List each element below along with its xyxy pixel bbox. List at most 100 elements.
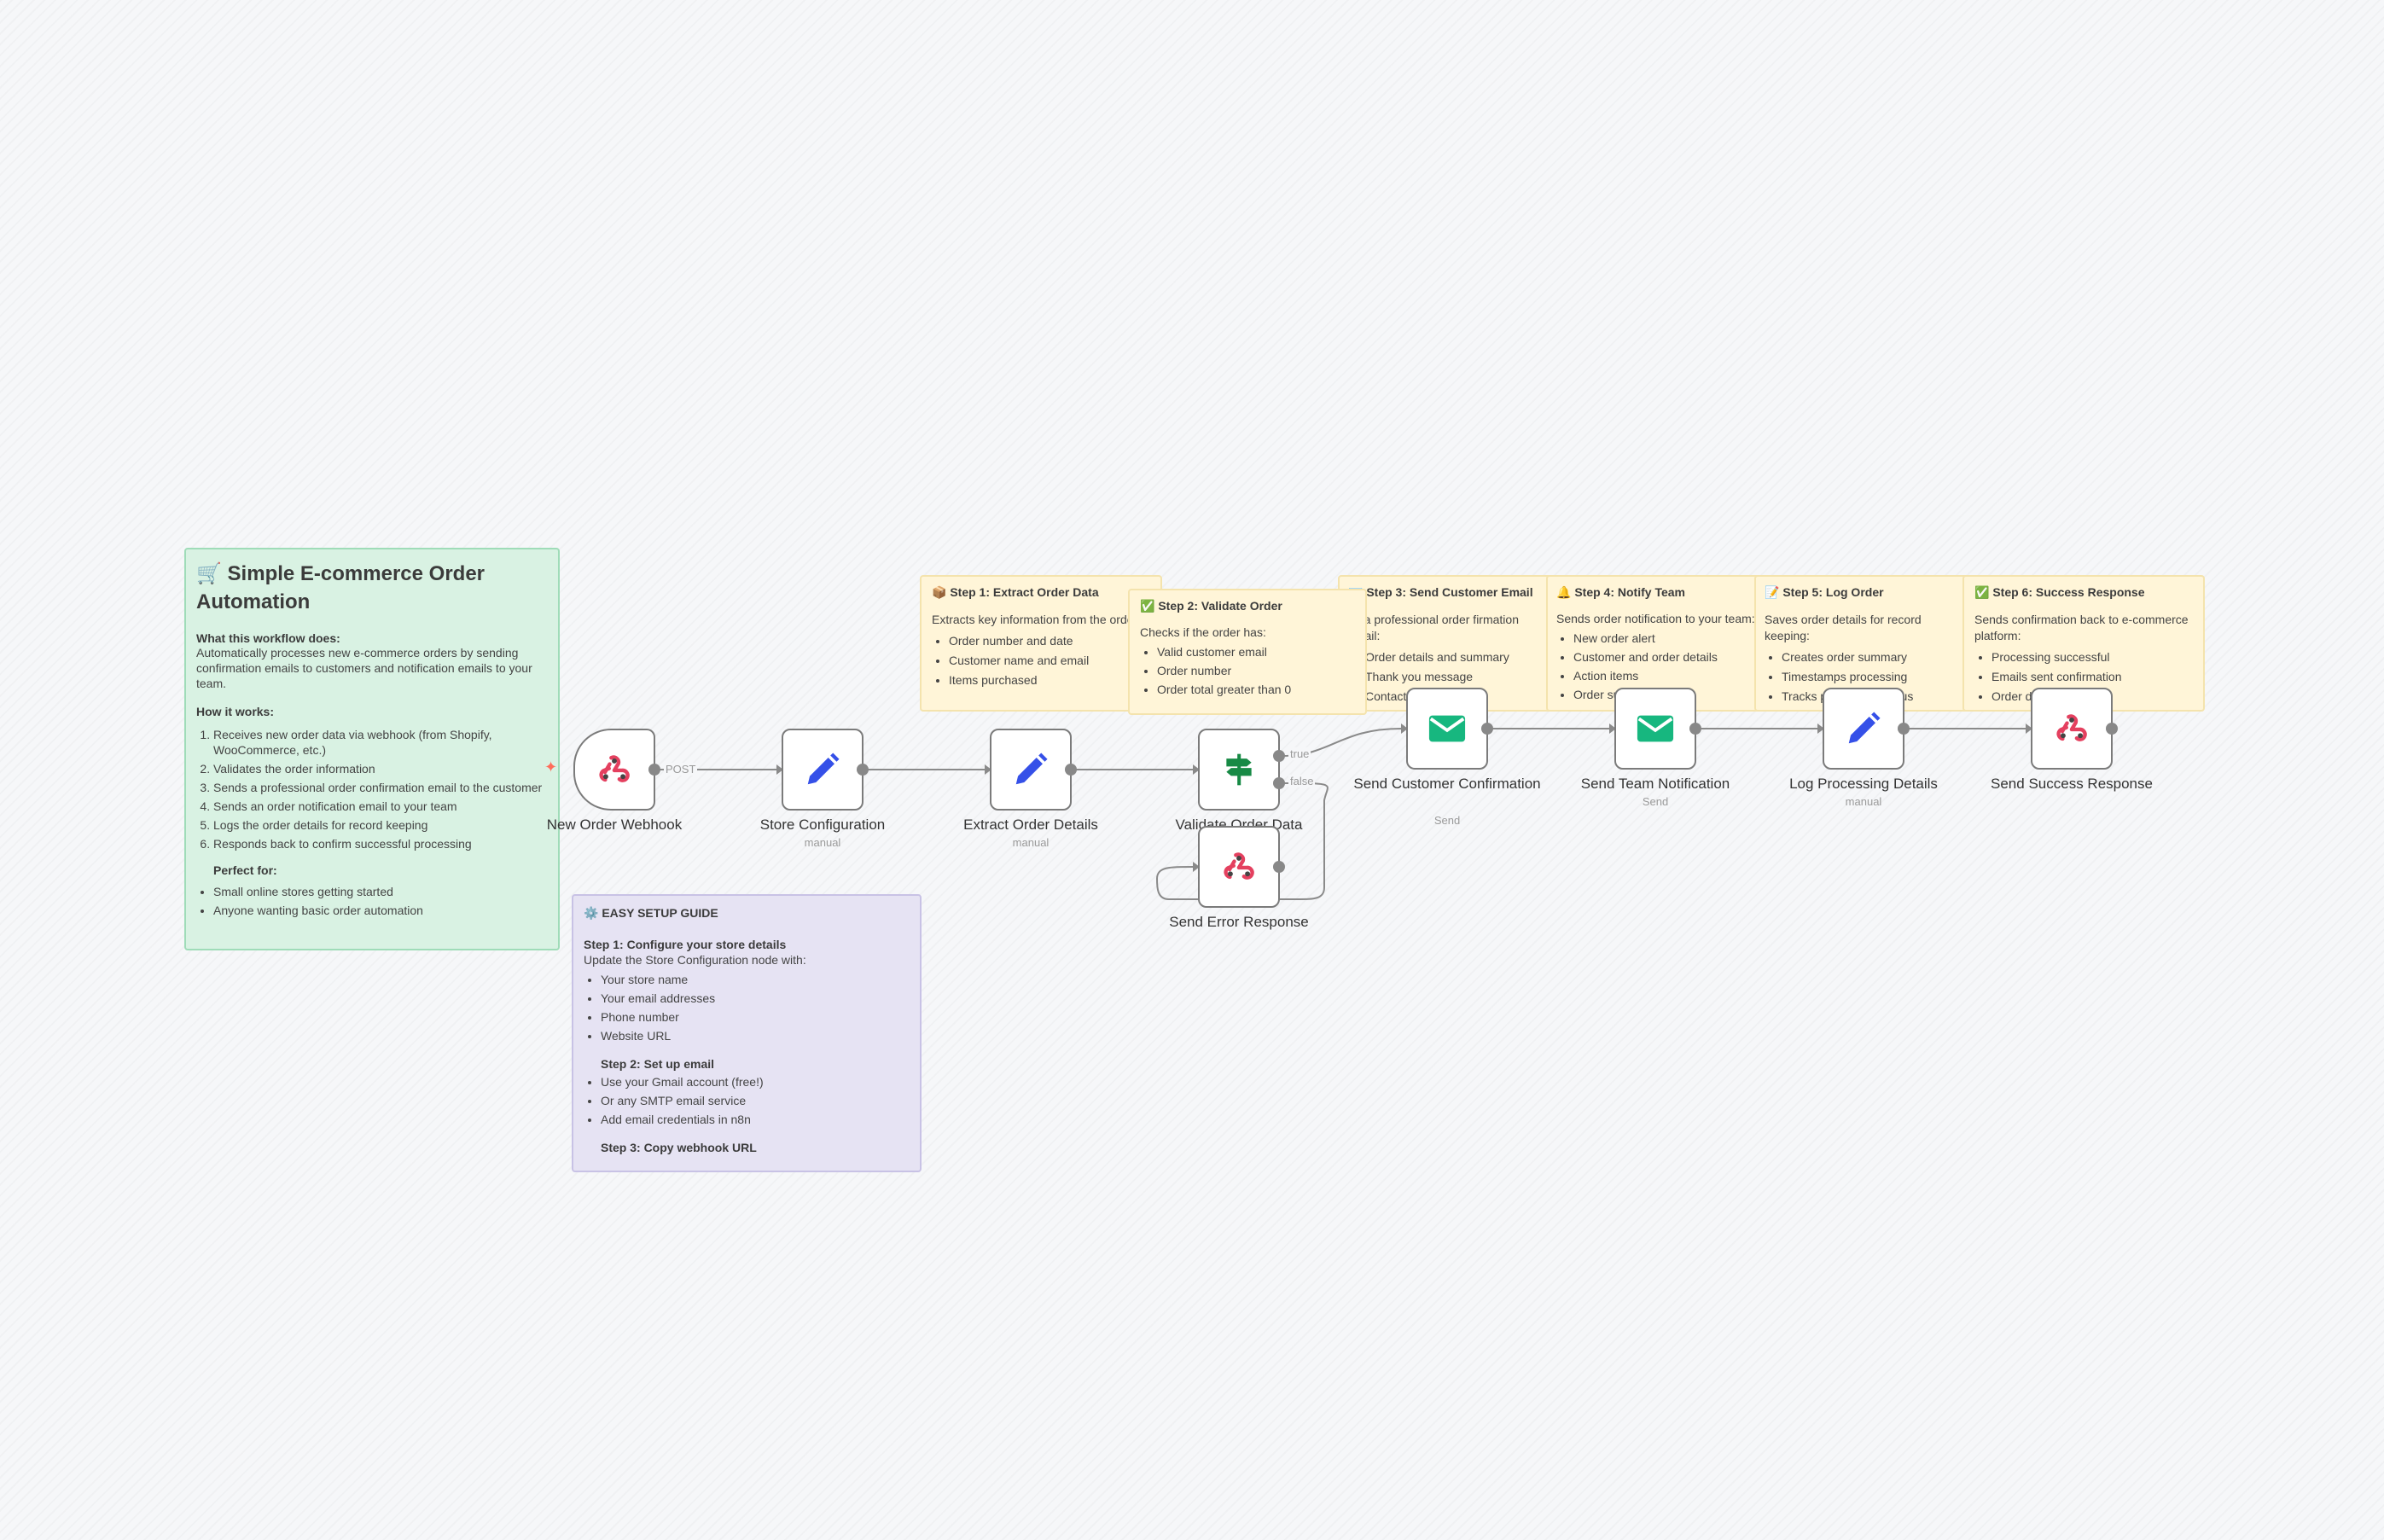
step4-note-item: Action items [1573, 666, 1753, 685]
overview-step: Sends a professional order confirmation … [213, 780, 548, 795]
overview-sticky-note[interactable]: 🛒 Simple E-commerce Order Automation Wha… [184, 548, 560, 950]
step2-note-list: Valid customer email Order number Order … [1140, 642, 1355, 699]
setup-step2-heading: Step 2: Set up email [601, 1057, 715, 1071]
step5-note-text: Saves order details for record keeping: [1765, 613, 1922, 642]
step4-note-item: Customer and order details [1573, 648, 1753, 666]
step1-sticky-note[interactable]: 📦 Step 1: Extract Order Data Extracts ke… [920, 575, 1162, 712]
overview-step: Responds back to confirm successful proc… [213, 836, 548, 851]
webhook-icon [1224, 852, 1254, 880]
output-port[interactable] [857, 764, 869, 776]
new-order-webhook-label: New Order Webhook [546, 816, 683, 833]
store-configuration-label: Store Configuration [759, 816, 886, 833]
validate-order-data-node[interactable] [1198, 729, 1285, 811]
step2-note-item: Order number [1157, 661, 1355, 680]
output-port[interactable] [1689, 723, 1701, 735]
output-port[interactable] [1898, 723, 1910, 735]
send-customer-confirmation-node[interactable] [1406, 688, 1493, 770]
overview-perfect-item: Small online stores getting started [213, 882, 548, 901]
setup-step1-item: Your email addresses [601, 989, 910, 1008]
send-team-notification-node[interactable] [1614, 688, 1701, 770]
overview-perfect-heading: Perfect for: [213, 863, 277, 877]
setup-title: ⚙️ EASY SETUP GUIDE [584, 906, 718, 920]
step1-note-list: Order number and date Customer name and … [932, 631, 1150, 690]
overview-step: Receives new order data via webhook (fro… [213, 727, 548, 758]
input-port[interactable] [776, 764, 788, 776]
step1-note-item: Items purchased [949, 671, 1150, 690]
output-port[interactable] [648, 764, 660, 776]
send-success-response-node[interactable] [2031, 688, 2118, 770]
setup-step3-heading: Step 3: Copy webhook URL [601, 1141, 757, 1154]
step4-note-text: Sends order notification to your team: [1556, 612, 1755, 625]
setup-step2-item: Use your Gmail account (free!) [601, 1072, 910, 1091]
new-order-webhook-node[interactable] [573, 729, 660, 811]
output-port[interactable] [2106, 723, 2118, 735]
step2-note-text: Checks if the order has: [1140, 625, 1266, 639]
overview-step: Sends an order notification email to you… [213, 799, 548, 814]
send-team-notification-sub: Send [1642, 795, 1669, 808]
send-error-response-node[interactable] [1198, 826, 1285, 908]
output-port[interactable] [1065, 764, 1077, 776]
setup-step2-item: Or any SMTP email service [601, 1091, 910, 1110]
log-processing-details-node[interactable] [1823, 688, 1910, 770]
overview-how-heading: How it works: [196, 705, 275, 718]
setup-step2-list: Use your Gmail account (free!) Or any SM… [584, 1072, 910, 1129]
envelope-icon [1428, 715, 1466, 742]
log-processing-details-label: Log Processing Details [1789, 776, 1938, 792]
step2-sticky-note[interactable]: ✅ Step 2: Validate Order Checks if the o… [1128, 589, 1367, 715]
overview-title: 🛒 Simple E-commerce Order Automation [196, 562, 486, 613]
edge-label-false: false [1288, 775, 1316, 787]
send-team-notification-label: Send Team Notification [1580, 776, 1730, 792]
step6-note-title: ✅ Step 6: Success Response [1974, 585, 2145, 599]
extract-order-details-node[interactable] [990, 729, 1077, 811]
overview-step: Logs the order details for record keepin… [213, 817, 548, 833]
pencil-icon [807, 753, 840, 785]
step2-note-title: ✅ Step 2: Validate Order [1140, 599, 1282, 613]
setup-step1-list: Your store name Your email addresses Pho… [584, 970, 910, 1045]
step3-note-item: Order details and summary [1365, 648, 1544, 667]
signpost-icon [1226, 753, 1252, 786]
overview-what-text: Automatically processes new e-commerce o… [196, 646, 532, 690]
store-configuration-node[interactable] [782, 729, 869, 811]
step6-note-item: Processing successful [1992, 648, 2193, 667]
step3-note-item: Thank you message [1365, 667, 1544, 687]
output-port-true[interactable] [1273, 750, 1285, 762]
edge-label-post: POST [664, 763, 698, 776]
edge-label-true: true [1288, 747, 1311, 760]
setup-step2-item: Add email credentials in n8n [601, 1110, 910, 1129]
overview-perfect-item: Anyone wanting basic order automation [213, 901, 548, 920]
output-port[interactable] [1481, 723, 1493, 735]
setup-step1-heading: Step 1: Configure your store details [584, 938, 787, 951]
setup-step1-text: Update the Store Configuration node with… [584, 953, 806, 967]
send-error-response-label: Send Error Response [1169, 914, 1309, 930]
overview-perfect-list: Small online stores getting started Anyo… [196, 882, 548, 920]
step2-note-item: Order total greater than 0 [1157, 680, 1355, 699]
webhook-icon [2056, 714, 2087, 741]
store-configuration-sub: manual [804, 836, 841, 849]
setup-step1-item: Phone number [601, 1008, 910, 1026]
step3-note-title: 📧 Step 3: Send Customer Email [1348, 585, 1533, 599]
step2-note-item: Valid customer email [1157, 642, 1355, 661]
step5-note-item: Timestamps processing [1782, 667, 1961, 687]
output-port-false[interactable] [1273, 777, 1285, 789]
step5-note-item: Creates order summary [1782, 648, 1961, 667]
extract-order-details-sub: manual [1012, 836, 1050, 849]
step3-note-text: ds a professional order firmation email: [1348, 613, 1519, 642]
send-customer-confirmation-sub: Send [1433, 814, 1461, 827]
overview-steps-list: Receives new order data via webhook (fro… [196, 727, 548, 851]
overview-step: Validates the order information [213, 761, 548, 776]
step1-note-item: Order number and date [949, 631, 1150, 651]
step1-note-title: 📦 Step 1: Extract Order Data [932, 585, 1099, 599]
log-processing-details-sub: manual [1845, 795, 1882, 808]
step5-note-title: 📝 Step 5: Log Order [1765, 585, 1884, 599]
step4-note-item: New order alert [1573, 629, 1753, 648]
output-port[interactable] [1273, 861, 1285, 873]
webhook-icon [599, 755, 630, 782]
step6-note-text: Sends confirmation back to e-commerce pl… [1974, 613, 2189, 642]
send-customer-confirmation-label: Send Customer Confirmation [1353, 776, 1541, 792]
setup-step1-item: Your store name [601, 970, 910, 989]
pencil-icon [1015, 753, 1048, 785]
setup-guide-sticky-note[interactable]: ⚙️ EASY SETUP GUIDE Step 1: Configure yo… [572, 894, 922, 1172]
step1-note-text: Extracts key information from the order: [932, 613, 1142, 626]
pencil-icon [1848, 712, 1881, 744]
